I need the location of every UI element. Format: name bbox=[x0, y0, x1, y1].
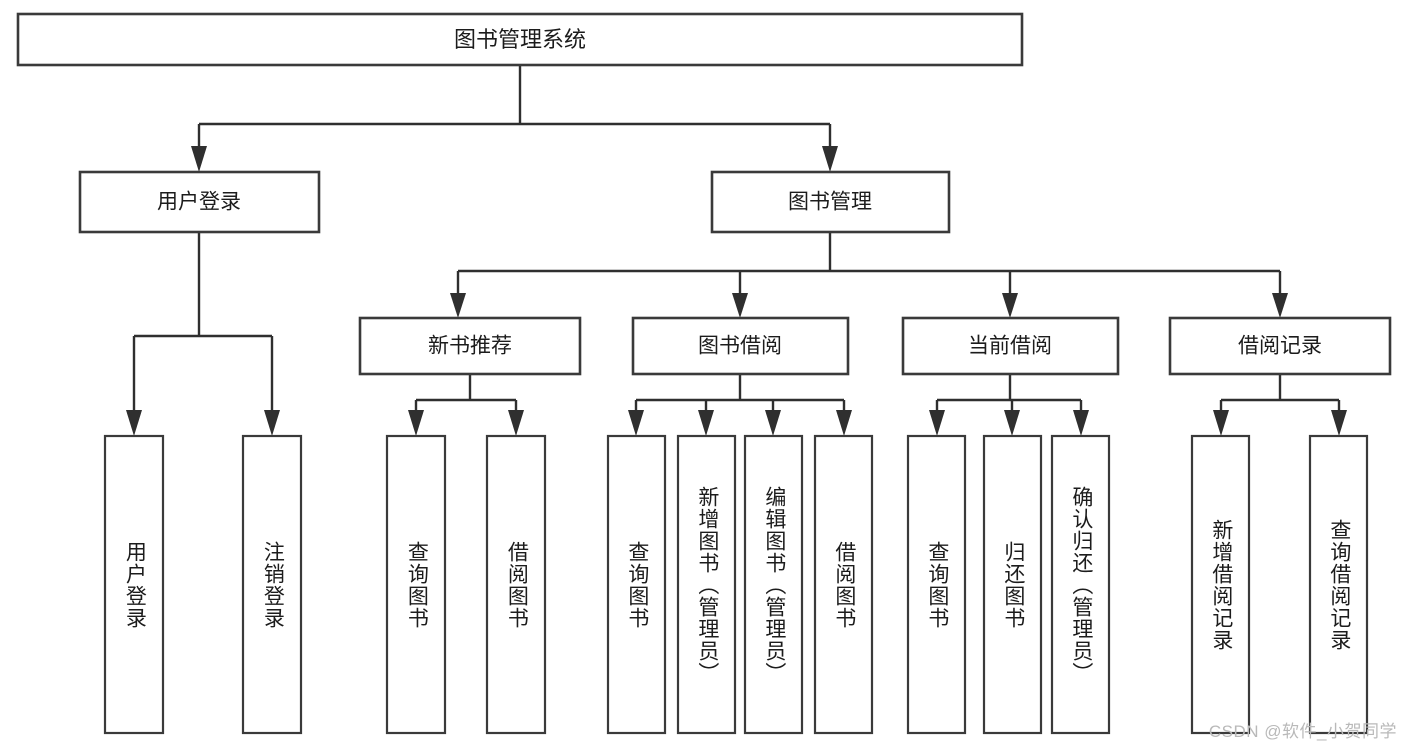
leaf-box-return-book[interactable] bbox=[982, 434, 1043, 735]
arrow-head-book-manage bbox=[822, 146, 838, 172]
connector-group-book-borrow bbox=[628, 374, 852, 436]
node-root[interactable]: 图书管理系统 bbox=[16, 12, 1024, 67]
connector-group-book-manage bbox=[450, 232, 1288, 318]
node-borrow-record-box[interactable] bbox=[1168, 316, 1392, 376]
node-book-borrow-label: 图书借阅 bbox=[698, 335, 782, 358]
leaf-box-logout[interactable] bbox=[241, 434, 303, 735]
node-book-borrow[interactable]: 图书借阅 bbox=[631, 316, 850, 376]
node-current-borrow-box[interactable] bbox=[901, 316, 1120, 376]
arrow-head-leaf-return-book bbox=[1004, 410, 1020, 436]
node-book-borrow-box[interactable] bbox=[631, 316, 850, 376]
leaf-box-query-book-current[interactable] bbox=[906, 434, 967, 735]
arrow-head-leaf-add-book bbox=[698, 410, 714, 436]
node-user-login[interactable]: 用户登录 bbox=[78, 170, 321, 234]
arrow-head-leaf-query-book-borrow bbox=[628, 410, 644, 436]
node-new-book-recommend[interactable]: 新书推荐 bbox=[358, 316, 582, 376]
arrow-head-leaf-query-book-current bbox=[929, 410, 945, 436]
arrow-head-leaf-query-borrow-record bbox=[1331, 410, 1347, 436]
csdn-watermark: CSDN @软件_小贺同学 bbox=[1208, 722, 1397, 741]
node-current-borrow-label: 当前借阅 bbox=[968, 335, 1052, 358]
connector-group-new-book-recommend bbox=[408, 374, 524, 436]
arrow-head-current-borrow bbox=[1002, 293, 1018, 318]
connector-group-borrow-record bbox=[1213, 374, 1347, 436]
leaf-box-borrow-book[interactable] bbox=[813, 434, 874, 735]
node-user-login-box[interactable] bbox=[78, 170, 321, 234]
leaf-box-query-book-rec[interactable] bbox=[385, 434, 447, 735]
node-borrow-record-label: 借阅记录 bbox=[1238, 335, 1322, 358]
arrow-head-leaf-borrow-book bbox=[836, 410, 852, 436]
node-book-manage-label: 图书管理 bbox=[788, 191, 872, 214]
connector-group-root bbox=[191, 65, 838, 172]
connector-group-user-login bbox=[126, 232, 280, 436]
node-current-borrow[interactable]: 当前借阅 bbox=[901, 316, 1120, 376]
leaf-box-user-login[interactable] bbox=[103, 434, 165, 735]
arrow-head-borrow-record bbox=[1272, 293, 1288, 318]
node-new-book-recommend-box[interactable] bbox=[358, 316, 582, 376]
arrow-head-book-borrow bbox=[732, 293, 748, 318]
node-root-box[interactable] bbox=[16, 12, 1024, 67]
leaf-box-query-book-borrow[interactable] bbox=[606, 434, 667, 735]
leaf-box-edit-book[interactable] bbox=[743, 434, 804, 735]
arrow-head-leaf-add-borrow-record bbox=[1213, 410, 1229, 436]
leaf-box-add-borrow-record[interactable] bbox=[1190, 434, 1251, 735]
node-user-login-label: 用户登录 bbox=[157, 191, 241, 214]
arrow-head-leaf-confirm-return bbox=[1073, 410, 1089, 436]
arrow-head-leaf-borrow-book-rec bbox=[508, 410, 524, 436]
arrow-head-leaf-user-login bbox=[126, 410, 142, 436]
arrow-head-leaf-edit-book bbox=[765, 410, 781, 436]
arrow-head-new-book-recommend bbox=[450, 293, 466, 318]
leaf-box-borrow-book-rec[interactable] bbox=[485, 434, 547, 735]
node-borrow-record[interactable]: 借阅记录 bbox=[1168, 316, 1392, 376]
leaf-box-confirm-return[interactable] bbox=[1050, 434, 1111, 735]
leaf-box-add-book[interactable] bbox=[676, 434, 737, 735]
node-book-manage-box[interactable] bbox=[710, 170, 951, 234]
arrow-head-leaf-query-book-rec bbox=[408, 410, 424, 436]
connector-group-current-borrow bbox=[929, 374, 1089, 436]
leaf-box-query-borrow-record[interactable] bbox=[1308, 434, 1369, 735]
node-root-label: 图书管理系统 bbox=[454, 27, 586, 52]
node-book-manage[interactable]: 图书管理 bbox=[710, 170, 951, 234]
node-new-book-recommend-label: 新书推荐 bbox=[428, 335, 512, 358]
arrow-head-user-login bbox=[191, 146, 207, 172]
arrow-head-leaf-logout bbox=[264, 410, 280, 436]
